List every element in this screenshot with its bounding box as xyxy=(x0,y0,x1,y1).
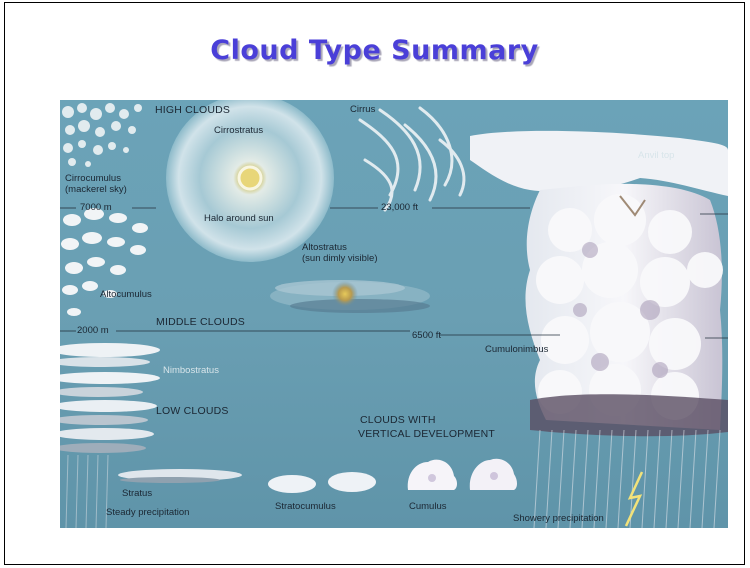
label-stratus: Stratus xyxy=(122,488,153,499)
label-6500ft: 6500 ft xyxy=(412,330,442,341)
cloud-illustration-graphic xyxy=(60,100,728,528)
label-7000m: 7000 m xyxy=(80,202,112,213)
label-showery-precipitation: Showery precipitation xyxy=(513,513,604,524)
label-23000ft: 23,000 ft xyxy=(381,202,418,213)
label-altostratus-note: (sun dimly visible) xyxy=(302,253,378,264)
label-steady-precipitation: Steady precipitation xyxy=(106,507,190,518)
label-altocumulus: Altocumulus xyxy=(100,289,152,300)
slide-title: Cloud Type Summary xyxy=(210,35,539,66)
label-high-clouds: HIGH CLOUDS xyxy=(155,104,231,116)
label-cumulus: Cumulus xyxy=(409,501,447,512)
slide: Cloud Type Summary xyxy=(4,2,745,565)
label-vertical-line1: CLOUDS WITH xyxy=(360,414,436,426)
label-cumulonimbus: Cumulonimbus xyxy=(485,344,549,355)
label-vertical-line2: VERTICAL DEVELOPMENT xyxy=(358,428,496,440)
label-cirrostratus: Cirrostratus xyxy=(214,125,264,136)
label-low-clouds: LOW CLOUDS xyxy=(156,405,229,417)
label-cirrus: Cirrus xyxy=(350,104,376,115)
label-halo: Halo around sun xyxy=(204,213,274,224)
cloud-types-illustration: HIGH CLOUDS Cirrus Cirrostratus Cirrocum… xyxy=(60,100,728,528)
label-cirrocumulus: Cirrocumulus xyxy=(65,173,121,184)
label-altostratus: Altostratus xyxy=(302,242,347,253)
label-nimbostratus: Nimbostratus xyxy=(163,365,219,376)
label-cirrocumulus-note: (mackerel sky) xyxy=(65,184,127,195)
label-stratocumulus: Stratocumulus xyxy=(275,501,336,512)
label-anvil-top: Anvil top xyxy=(638,150,675,161)
label-middle-clouds: MIDDLE CLOUDS xyxy=(156,316,245,328)
label-2000m: 2000 m xyxy=(77,325,109,336)
